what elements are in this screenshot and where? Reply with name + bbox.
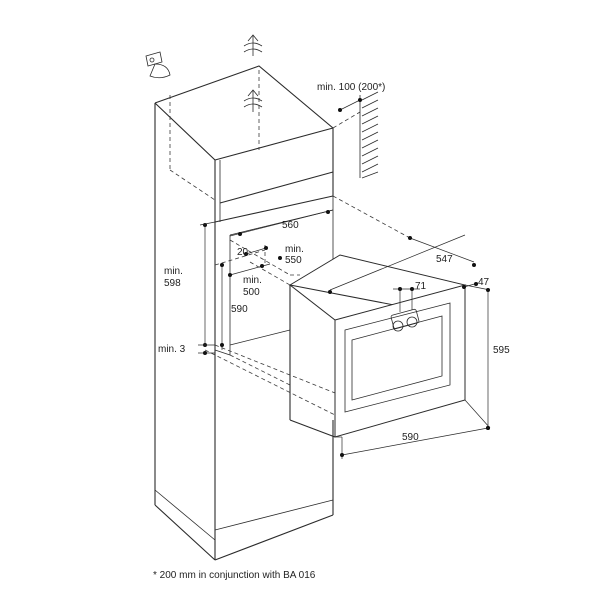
label-590-left: 590	[231, 304, 248, 315]
plug-icon	[145, 51, 171, 79]
wall-hatch-icon	[338, 91, 379, 179]
label-min-500-b: 500	[243, 287, 260, 298]
label-547: 547	[436, 254, 453, 265]
label-min-598-a: min.	[164, 266, 183, 277]
label-71: 71	[415, 281, 427, 292]
label-min-598-b: 598	[164, 278, 181, 289]
tall-cabinet	[154, 65, 334, 561]
footnote: * 200 mm in conjunction with BA 016	[153, 570, 316, 581]
label-47: 47	[478, 277, 490, 288]
label-595: 595	[493, 345, 510, 356]
label-20: 20	[237, 247, 249, 258]
label-560: 560	[282, 220, 299, 231]
oven-knob-icon	[392, 316, 418, 332]
label-min-500-a: min.	[243, 275, 262, 286]
label-min-3: min. 3	[158, 344, 186, 355]
label-top-vent: min. 100 (200*)	[317, 82, 385, 93]
oven	[288, 254, 467, 438]
label-min-550-a: min.	[285, 244, 304, 255]
ventilation-arrow-icon	[243, 34, 263, 56]
dimension-lines	[198, 209, 491, 459]
dimension-labels: min. 100 (200*) 560 20 min. 550 min. 598…	[158, 82, 510, 443]
ventilation-arrow-icon-lower	[243, 89, 263, 112]
label-min-550-b: 550	[285, 255, 302, 266]
label-590-bottom: 590	[402, 432, 419, 443]
hidden-lines	[169, 70, 411, 421]
